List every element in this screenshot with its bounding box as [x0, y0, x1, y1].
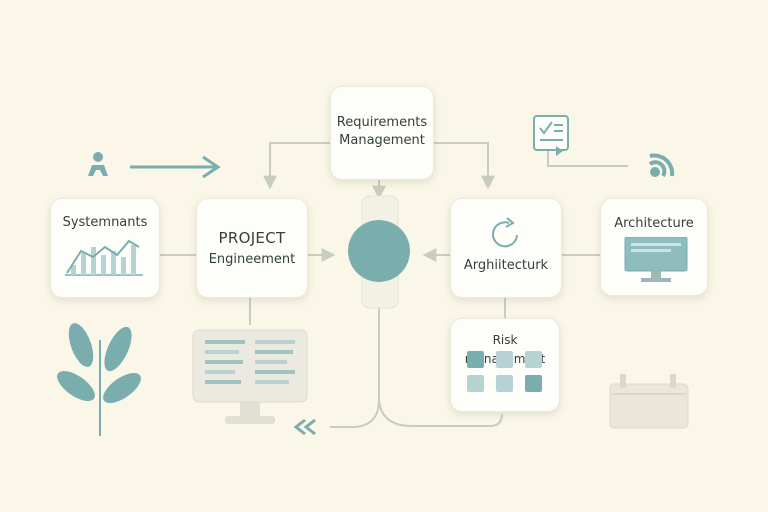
risk-card[interactable]: Risk management	[450, 318, 560, 412]
requirements-line1: Requirements	[336, 115, 428, 130]
architecture-center-card[interactable]: Arghiitecturk	[450, 198, 562, 298]
requirements-line2: Management	[339, 133, 425, 148]
person-icon	[88, 152, 108, 176]
architecture-center-label: Arghiitecturk	[463, 258, 549, 273]
document-check-icon	[533, 115, 569, 156]
grid-icon	[467, 351, 542, 392]
project-line1: PROJECT	[218, 229, 286, 247]
connector-hub-to-risk	[378, 399, 503, 427]
monitor-small-icon	[624, 237, 688, 282]
connector-hub-down	[330, 306, 380, 428]
connector-req-to-project	[263, 142, 330, 190]
central-hub	[348, 195, 410, 309]
leaf-icon	[57, 323, 141, 436]
hub-circle	[348, 220, 410, 282]
project-line2: Engineement	[208, 252, 296, 267]
rss-icon	[648, 153, 675, 178]
connector-req-to-archi	[434, 142, 495, 190]
project-card[interactable]: PROJECT Engineement	[196, 198, 308, 298]
architecture-card[interactable]: Architecture	[600, 198, 708, 296]
architecture-label: Architecture	[614, 216, 694, 231]
monitor-icon	[192, 329, 308, 424]
refresh-icon	[492, 217, 518, 248]
systems-card[interactable]: Systemnants	[50, 198, 160, 298]
bar-chart-icon	[65, 239, 143, 276]
systems-label: Systemnants	[62, 215, 148, 230]
double-chevron-left-icon	[293, 418, 316, 436]
calendar-icon	[609, 374, 689, 429]
arrow-right-icon	[130, 155, 221, 179]
requirements-card[interactable]: Requirements Management	[330, 86, 434, 180]
